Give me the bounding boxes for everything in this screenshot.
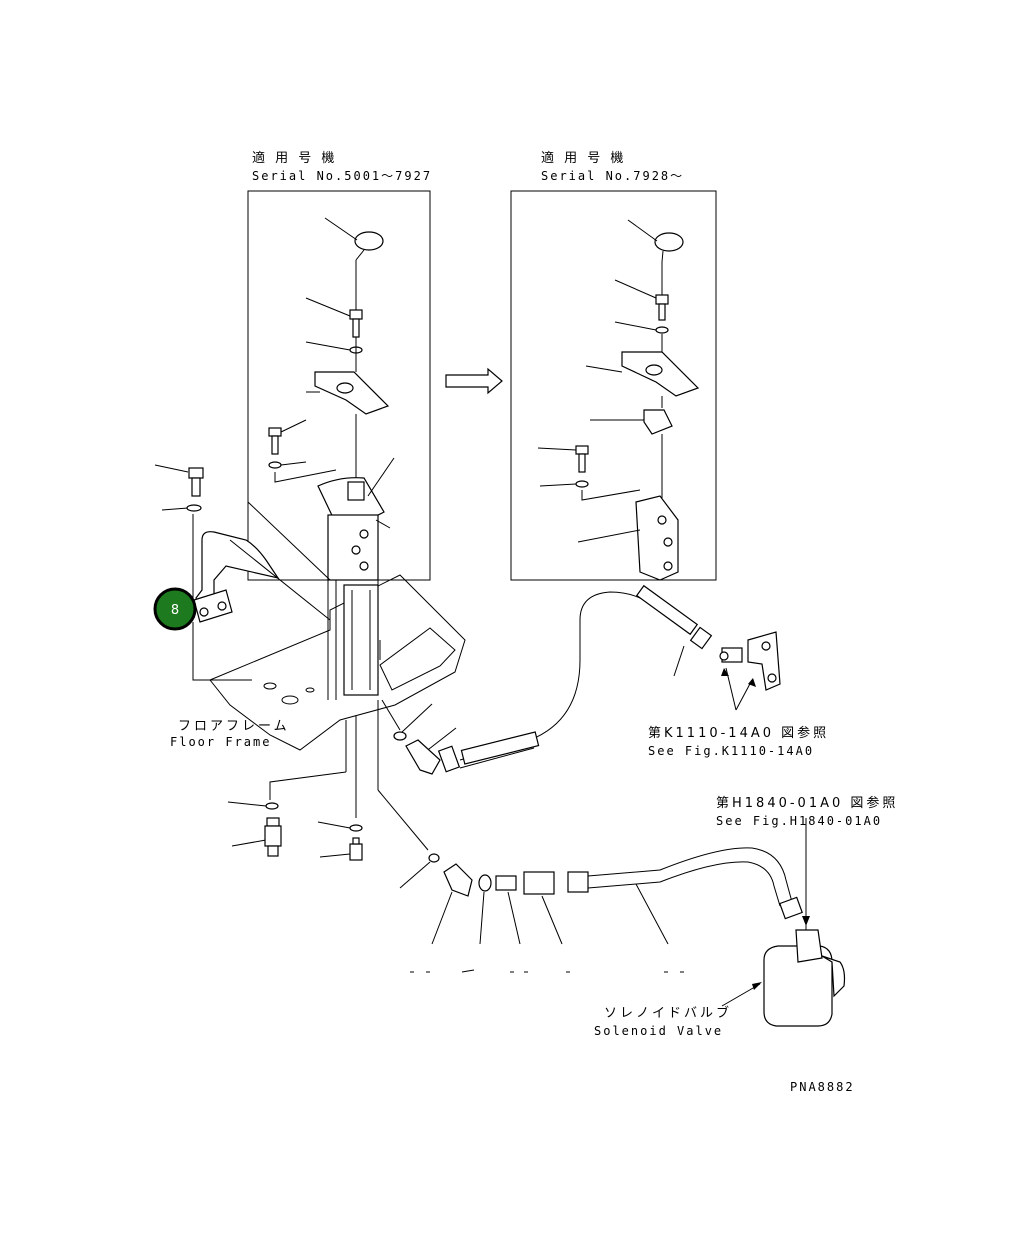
upper-hose (459, 584, 781, 769)
ref2-en-label: See Fig.H1840-01A0 (716, 814, 882, 828)
serial-late-en-label: Serial No.7928〜 (541, 169, 684, 183)
detail-early-parts (268, 217, 395, 581)
floor-frame-en-label: Floor Frame (170, 735, 271, 749)
callout-badge[interactable]: 8 (153, 587, 197, 631)
callout-number: 8 (171, 603, 179, 618)
ref2-jp-label: 第H1840-01A0 図参照 (716, 795, 898, 811)
solenoid-valve (721, 818, 846, 1027)
detail-box-late (510, 190, 717, 581)
floor-frame-jp-label: フロアフレーム (178, 719, 290, 734)
drawing-number: PNA8882 (790, 1080, 855, 1094)
transition-arrow (445, 367, 503, 395)
ref1-jp-label: 第K1110-14A0 図参照 (648, 725, 829, 741)
lower-hose (399, 847, 803, 945)
main-assembly (154, 464, 466, 861)
serial-early-jp-label: 適 用 号 機 (252, 150, 337, 166)
item-stub-marks (410, 969, 684, 973)
serial-late-jp-label: 適 用 号 機 (541, 150, 626, 166)
solenoid-jp-label: ソレノイドバルブ (604, 1005, 732, 1021)
detail-late-parts (537, 219, 700, 581)
ref1-en-label: See Fig.K1110-14A0 (648, 744, 814, 758)
solenoid-en-label: Solenoid Valve (594, 1024, 723, 1038)
serial-early-en-label: Serial No.5001〜7927 (252, 169, 432, 183)
